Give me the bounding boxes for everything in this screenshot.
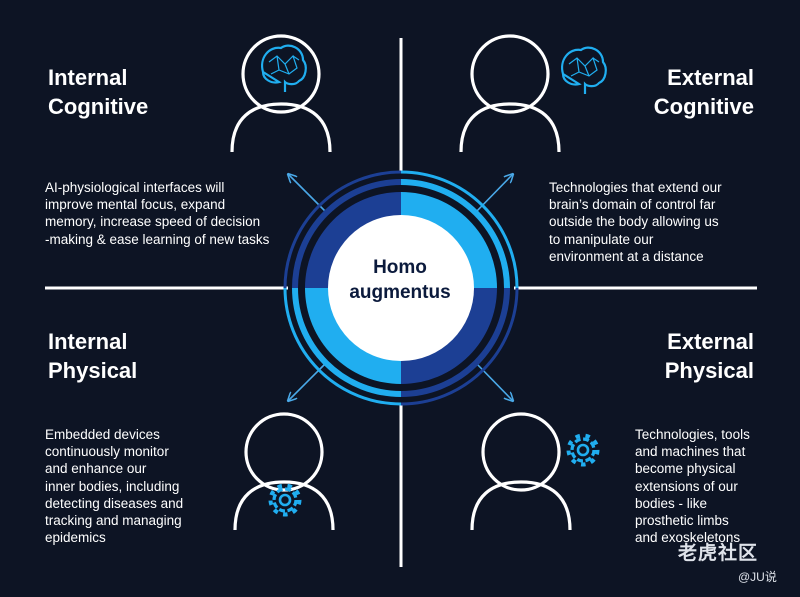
arrow-top-right <box>474 174 513 214</box>
center-circle <box>328 215 474 361</box>
arrow-top-left <box>288 174 328 214</box>
center-title: Homo augmentus <box>349 257 451 303</box>
brain-icon <box>561 46 607 96</box>
arrow-bottom-right <box>474 361 513 401</box>
person-icon-external-physical <box>470 412 572 531</box>
outer-ring <box>283 170 519 406</box>
person-icon-internal-physical <box>233 412 335 531</box>
person-icon-external-cognitive <box>459 34 561 153</box>
arrow-bottom-left <box>288 361 328 401</box>
watermark-logo: 老虎社区 <box>678 543 759 564</box>
gear-icon <box>566 433 600 467</box>
external-cognitive-description: Technologies that extend our brain’s dom… <box>549 180 722 264</box>
person-icon-internal-cognitive <box>230 34 332 153</box>
brain-icon <box>261 44 307 94</box>
external-physical-title: External Physical <box>664 329 754 383</box>
internal-cognitive-description: AI-physiological interfaces will improve… <box>45 180 270 247</box>
internal-cognitive-title: Internal Cognitive <box>48 65 149 119</box>
internal-physical-title: Internal Physical <box>48 329 138 383</box>
external-cognitive-title: External Cognitive <box>653 65 754 119</box>
external-physical-description: Technologies, tools and machines that be… <box>635 427 750 546</box>
watermark-credit: @JU说 <box>738 570 777 584</box>
internal-physical-description: Embedded devices continuously monitor an… <box>45 427 184 546</box>
